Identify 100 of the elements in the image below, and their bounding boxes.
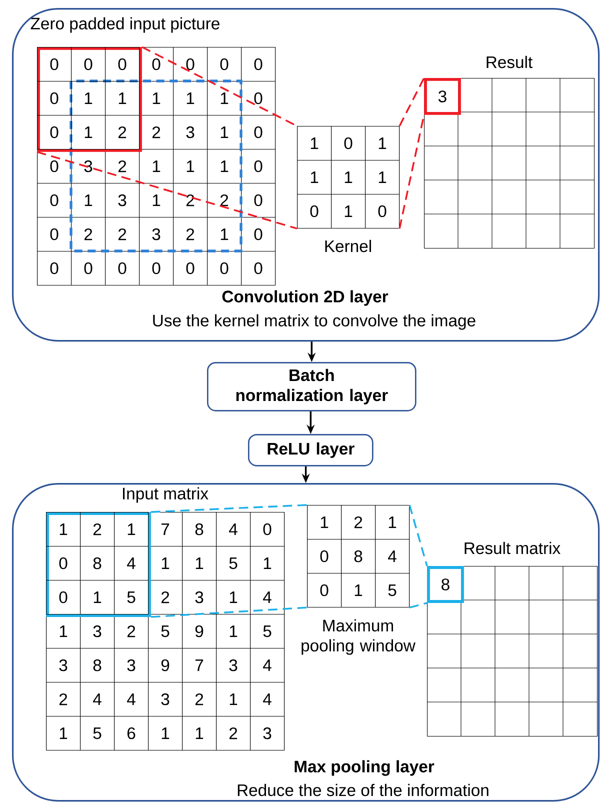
grid-cell: 1 xyxy=(365,126,400,161)
grid-cell: 1 xyxy=(341,573,376,608)
grid-cell: 0 xyxy=(365,194,400,229)
grid-cell: 1 xyxy=(71,183,106,218)
grid-cell: 0 xyxy=(37,217,72,252)
grid-cell: 0 xyxy=(207,251,242,286)
grid-cell: 4 xyxy=(375,539,410,574)
grid-cell: 3 xyxy=(139,217,174,252)
grid-cell: 3 xyxy=(46,648,81,683)
grid-cell: 4 xyxy=(114,546,149,581)
grid-cell: 1 xyxy=(207,115,242,150)
panel-subtitle: Reduce the size of the information xyxy=(238,784,488,796)
grid-cell: 2 xyxy=(71,217,106,252)
grid-cell: 1 xyxy=(207,81,242,116)
grid-heading: Result matrix xyxy=(464,542,560,554)
grid-cell: 2 xyxy=(173,217,208,252)
grid-cell: 1 xyxy=(182,546,217,581)
grid-cell: 0 xyxy=(105,251,140,286)
grid-caption: Kernel xyxy=(325,240,371,252)
grid-cell: 0 xyxy=(241,183,276,218)
dashed-connector xyxy=(150,504,308,513)
panel-subtitle: Use the kernel matrix to convolve the image xyxy=(153,314,476,330)
layer-box: Batch normalization layer xyxy=(207,362,416,412)
grid-cell: 0 xyxy=(241,251,276,286)
panel-title: Max pooling layer xyxy=(294,760,434,776)
grid-cell: 1 xyxy=(216,614,251,649)
window-frame xyxy=(37,47,142,152)
grid-cell: 5 xyxy=(250,614,285,649)
highlighted-cell: 8 xyxy=(427,566,464,603)
grid-cell: 0 xyxy=(241,81,276,116)
grid-cell: 4 xyxy=(114,682,149,717)
grid-cell: 5 xyxy=(375,573,410,608)
grid-cell: 1 xyxy=(216,682,251,717)
grid-cell: 0 xyxy=(71,251,106,286)
grid-cell: 9 xyxy=(148,648,183,683)
grid-cell: 1 xyxy=(307,505,342,540)
grid-cell: 1 xyxy=(250,546,285,581)
grid-cell: 5 xyxy=(80,716,115,751)
grid-cell: 0 xyxy=(37,81,72,116)
grid-cell: 3 xyxy=(250,716,285,751)
grid-cell: 0 xyxy=(250,512,285,547)
grid-cell: 2 xyxy=(105,149,140,184)
grid-cell: 2 xyxy=(148,580,183,615)
grid-cell: 4 xyxy=(250,580,285,615)
grid-cell: 8 xyxy=(341,539,376,574)
grid-cell: 0 xyxy=(37,47,72,82)
grid-caption: Maximum pooling window xyxy=(302,619,416,655)
grid-cell: 8 xyxy=(80,648,115,683)
grid-cell: 0 xyxy=(207,47,242,82)
grid-cell: 5 xyxy=(148,614,183,649)
grid-cell: 1 xyxy=(365,160,400,195)
dashed-connector xyxy=(142,46,298,127)
dashed-connector xyxy=(150,606,308,618)
grid-cell: 6 xyxy=(114,716,149,751)
grid-cell: 2 xyxy=(139,115,174,150)
grid-cell: 1 xyxy=(139,149,174,184)
grid-cell: 2 xyxy=(114,614,149,649)
dashed-connector xyxy=(36,151,298,230)
grid-cell: 1 xyxy=(148,546,183,581)
grid-cell: 0 xyxy=(139,47,174,82)
grid-cell: 0 xyxy=(241,217,276,252)
dashed-connector xyxy=(409,602,428,608)
grid-cell: 5 xyxy=(114,580,149,615)
grid-cell: 0 xyxy=(297,194,332,229)
grid-cell: 2 xyxy=(216,716,251,751)
grid-cell: 0 xyxy=(37,251,72,286)
grid-cell: 0 xyxy=(139,251,174,286)
grid-cell: 0 xyxy=(307,573,342,608)
grid-cell: 7 xyxy=(182,648,217,683)
grid-cell: 1 xyxy=(207,149,242,184)
grid-cell: 0 xyxy=(46,580,81,615)
grid-cell: 0 xyxy=(105,47,140,82)
grid-cell: 0 xyxy=(241,115,276,150)
grid-cell: 1 xyxy=(71,81,106,116)
grid-cell: 1 xyxy=(139,183,174,218)
grid-cell: 3 xyxy=(173,115,208,150)
grid-cell: 1 xyxy=(331,194,366,229)
grid-cell: 8 xyxy=(182,512,217,547)
grid-cell: 1 xyxy=(46,716,81,751)
grid-cell: 1 xyxy=(207,217,242,252)
dashed-connector xyxy=(398,78,425,126)
dashed-connector xyxy=(408,504,428,566)
grid-cell: 0 xyxy=(37,149,72,184)
grid-cell: 1 xyxy=(375,505,410,540)
window-frame xyxy=(46,512,151,617)
grid-cell: 0 xyxy=(173,251,208,286)
grid-cell: 1 xyxy=(105,81,140,116)
grid-cell: 1 xyxy=(80,580,115,615)
grid-cell: 2 xyxy=(105,115,140,150)
grid-cell: 1 xyxy=(71,115,106,150)
grid-cell: 3 xyxy=(114,648,149,683)
grid-cell: 0 xyxy=(37,115,72,150)
grid-cell: 9 xyxy=(182,614,217,649)
grid-cell: 3 xyxy=(71,149,106,184)
grid-cell: 3 xyxy=(105,183,140,218)
grid-cell: 3 xyxy=(80,614,115,649)
grid-cell: 0 xyxy=(241,47,276,82)
layer-box: ReLU layer xyxy=(248,434,374,466)
grid-cell: 0 xyxy=(37,183,72,218)
grid-cell: 1 xyxy=(297,126,332,161)
